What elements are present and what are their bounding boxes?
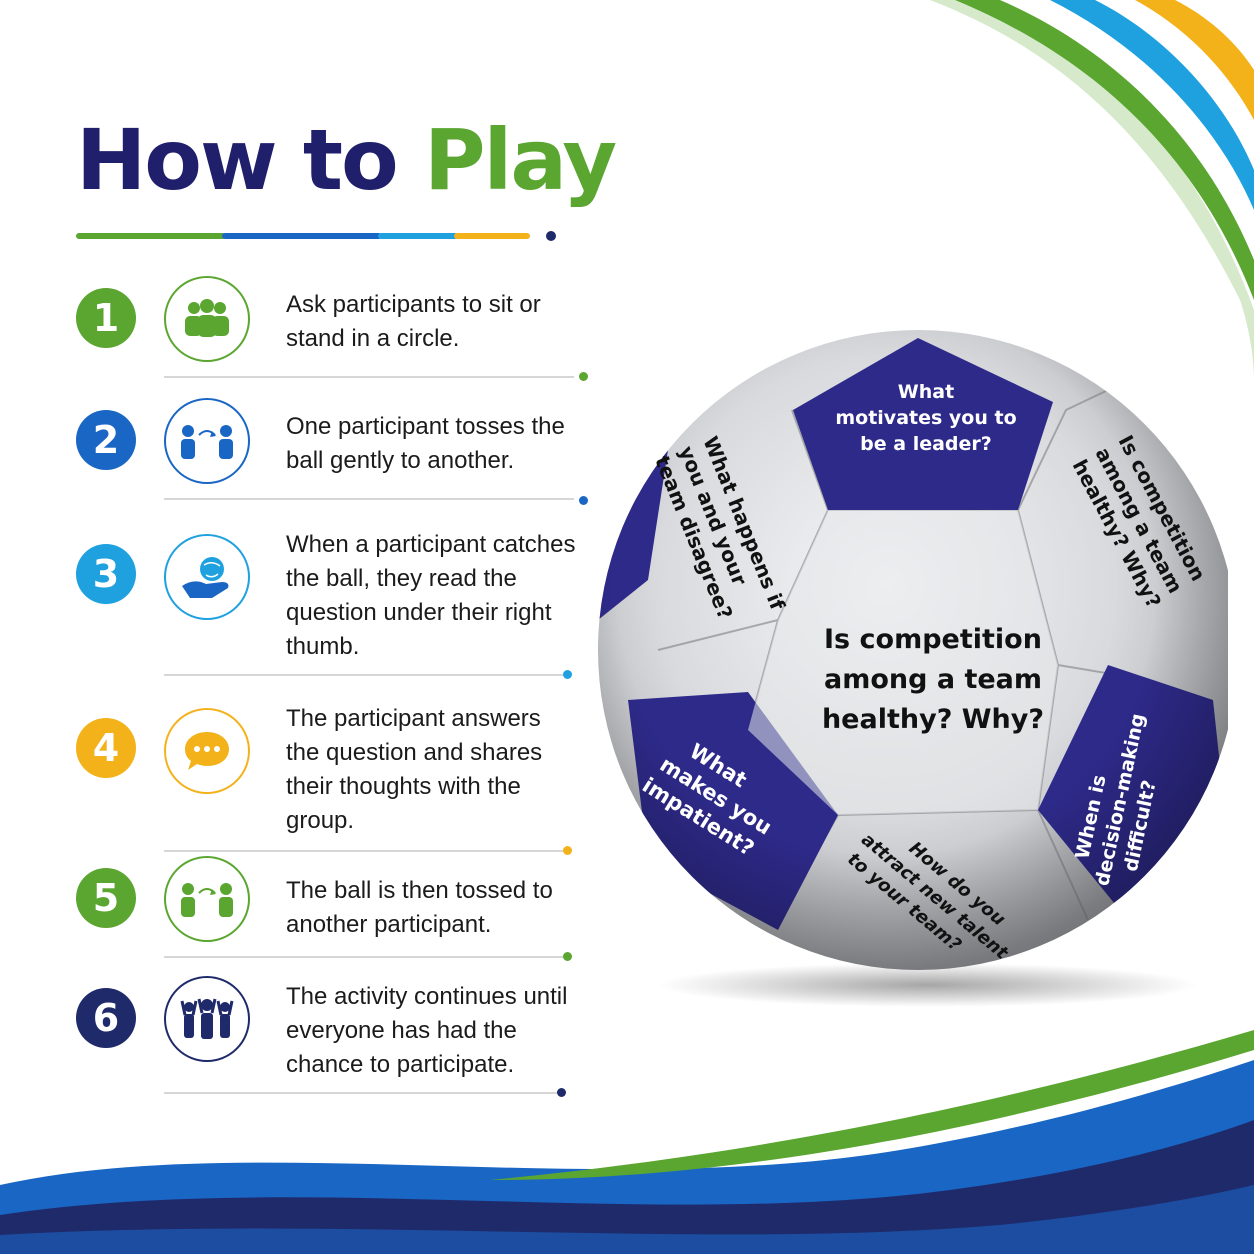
step-6: 6 The activity continues until everyone … <box>76 976 596 1106</box>
step-divider <box>164 376 574 378</box>
title-underline <box>76 231 560 245</box>
step-text: The activity continues until everyone ha… <box>286 983 568 1078</box>
step-divider <box>164 674 564 676</box>
step-number-badge: 2 <box>76 410 136 470</box>
ball-shadow <box>658 963 1198 1007</box>
ball-shading <box>598 330 1228 970</box>
divider-dot <box>563 846 572 855</box>
step-text: Ask participants to sit or stand in a ci… <box>286 291 541 352</box>
page-title: How to Play <box>76 118 617 202</box>
step-text: The ball is then tossed to another parti… <box>286 877 553 938</box>
divider-dot <box>579 372 588 381</box>
title-word-how-to: How to <box>76 111 399 209</box>
title-word-play: Play <box>423 111 617 209</box>
step-text: The participant answers the question and… <box>286 705 543 834</box>
step-text: When a participant catches the ball, the… <box>286 531 576 660</box>
step-1: 1 Ask participants to sit or stand in a … <box>76 276 596 386</box>
step-number-badge: 4 <box>76 718 136 778</box>
underline-green <box>76 233 226 239</box>
cheering-group-icon <box>164 976 250 1062</box>
step-divider <box>164 850 564 852</box>
speech-bubble-icon <box>164 708 250 794</box>
step-divider <box>164 1092 564 1094</box>
divider-dot <box>563 952 572 961</box>
step-number-badge: 3 <box>76 544 136 604</box>
divider-dot <box>563 670 572 679</box>
catch-ball-icon <box>164 534 250 620</box>
step-3: 3 When a participant catches the ball, t… <box>76 530 596 680</box>
step-number-badge: 5 <box>76 868 136 928</box>
step-number-badge: 1 <box>76 288 136 348</box>
step-2: 2 One participant tosses the ball gently… <box>76 398 596 508</box>
toss-icon <box>164 398 250 484</box>
underline-yellow <box>454 233 530 239</box>
toss-icon <box>164 856 250 942</box>
step-divider <box>164 498 574 500</box>
divider-dot <box>579 496 588 505</box>
underline-dot <box>546 231 556 241</box>
underline-blue <box>222 233 382 239</box>
underline-light-blue <box>378 233 458 239</box>
step-divider <box>164 956 564 958</box>
step-5: 5 The ball is then tossed to another par… <box>76 856 596 966</box>
step-number-badge: 6 <box>76 988 136 1048</box>
divider-dot <box>557 1088 566 1097</box>
step-4: 4 The participant answers the question a… <box>76 704 596 855</box>
group-icon <box>164 276 250 362</box>
step-text: One participant tosses the ball gently t… <box>286 413 565 474</box>
